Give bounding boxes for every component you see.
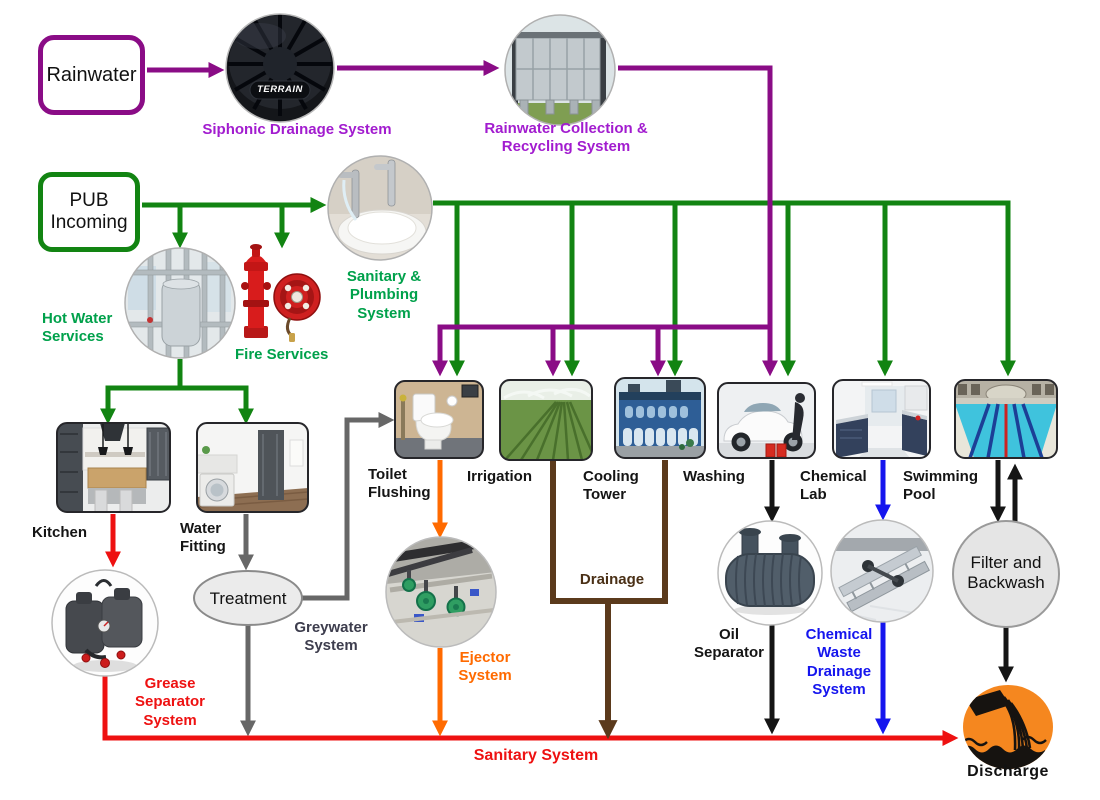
oil-and-pool-arrows (763, 460, 1024, 735)
toilet-flushing-image (394, 380, 484, 459)
discharge-label: Discharge (967, 763, 1049, 780)
ejector-system-label: Ejector System (458, 649, 512, 685)
rainwater-collection-label: Rainwater Collection & Recycling System (484, 120, 648, 156)
drainage-arrows (550, 460, 668, 740)
filter-backwash-node (952, 520, 1060, 628)
washing-label: Washing (683, 468, 745, 485)
water-fitting-image (196, 422, 309, 513)
cooling-tower-label: Cooling Tower (583, 468, 639, 504)
cooling-tower-image (614, 377, 706, 459)
rainwater-source-box: Rainwater (38, 35, 145, 115)
chemical-waste-label: Chemical Waste Drainage System (805, 626, 873, 698)
kitchen-label: Kitchen (32, 524, 88, 541)
hot-water-services-label: Hot Water Services (42, 310, 113, 346)
siphonic-drainage-label: Siphonic Drainage System (202, 121, 392, 138)
ejector-system-image (385, 536, 497, 648)
irrigation-image (499, 379, 593, 461)
greywater-arrows (237, 411, 395, 737)
treatment-label: Treatment (209, 589, 287, 608)
siphonic-drainage-image (225, 13, 335, 123)
chemical-lab-label: Chemical Lab (800, 468, 867, 504)
grease-separator-label: Grease Separator System (134, 675, 206, 729)
chemical-waste-image (830, 519, 934, 623)
terrain-brand-label: TERRAIN (257, 84, 303, 95)
pub-supply-arrows (99, 196, 1017, 425)
treatment-node (193, 570, 303, 626)
fire-services-label: Fire Services (235, 346, 329, 363)
washing-image (717, 382, 816, 459)
chemical-lab-image (832, 379, 931, 459)
fire-services-image (241, 244, 321, 342)
sanitary-plumbing-label: Sanitary & Plumbing System (346, 268, 422, 322)
swimming-pool-image (954, 379, 1058, 459)
pub-incoming-source-box: PUB Incoming (38, 172, 140, 252)
drainage-label: Drainage (579, 571, 645, 588)
swimming-pool-label: Swimming Pool (903, 468, 979, 504)
grease-separator-image (51, 569, 159, 677)
rainwater-flow-arrows (147, 59, 779, 377)
sanitary-system-label: Sanitary System (473, 747, 599, 764)
oil-separator-image (717, 520, 823, 626)
sanitary-plumbing-image (327, 155, 433, 261)
discharge-icon (963, 685, 1053, 769)
rainwater-collection-image (504, 14, 616, 126)
hot-water-services-image (124, 247, 236, 359)
greywater-system-label: Greywater System (294, 619, 368, 655)
water-fitting-label: Water Fitting (180, 520, 226, 556)
irrigation-label: Irrigation (467, 468, 533, 485)
oil-separator-label: Oil Separator (693, 626, 765, 662)
toilet-flushing-label: Toilet Flushing (368, 466, 431, 502)
filter-backwash-label: Filter and Backwash (967, 553, 1045, 592)
sanitary-red-arrows (102, 514, 959, 747)
kitchen-image (56, 422, 171, 513)
